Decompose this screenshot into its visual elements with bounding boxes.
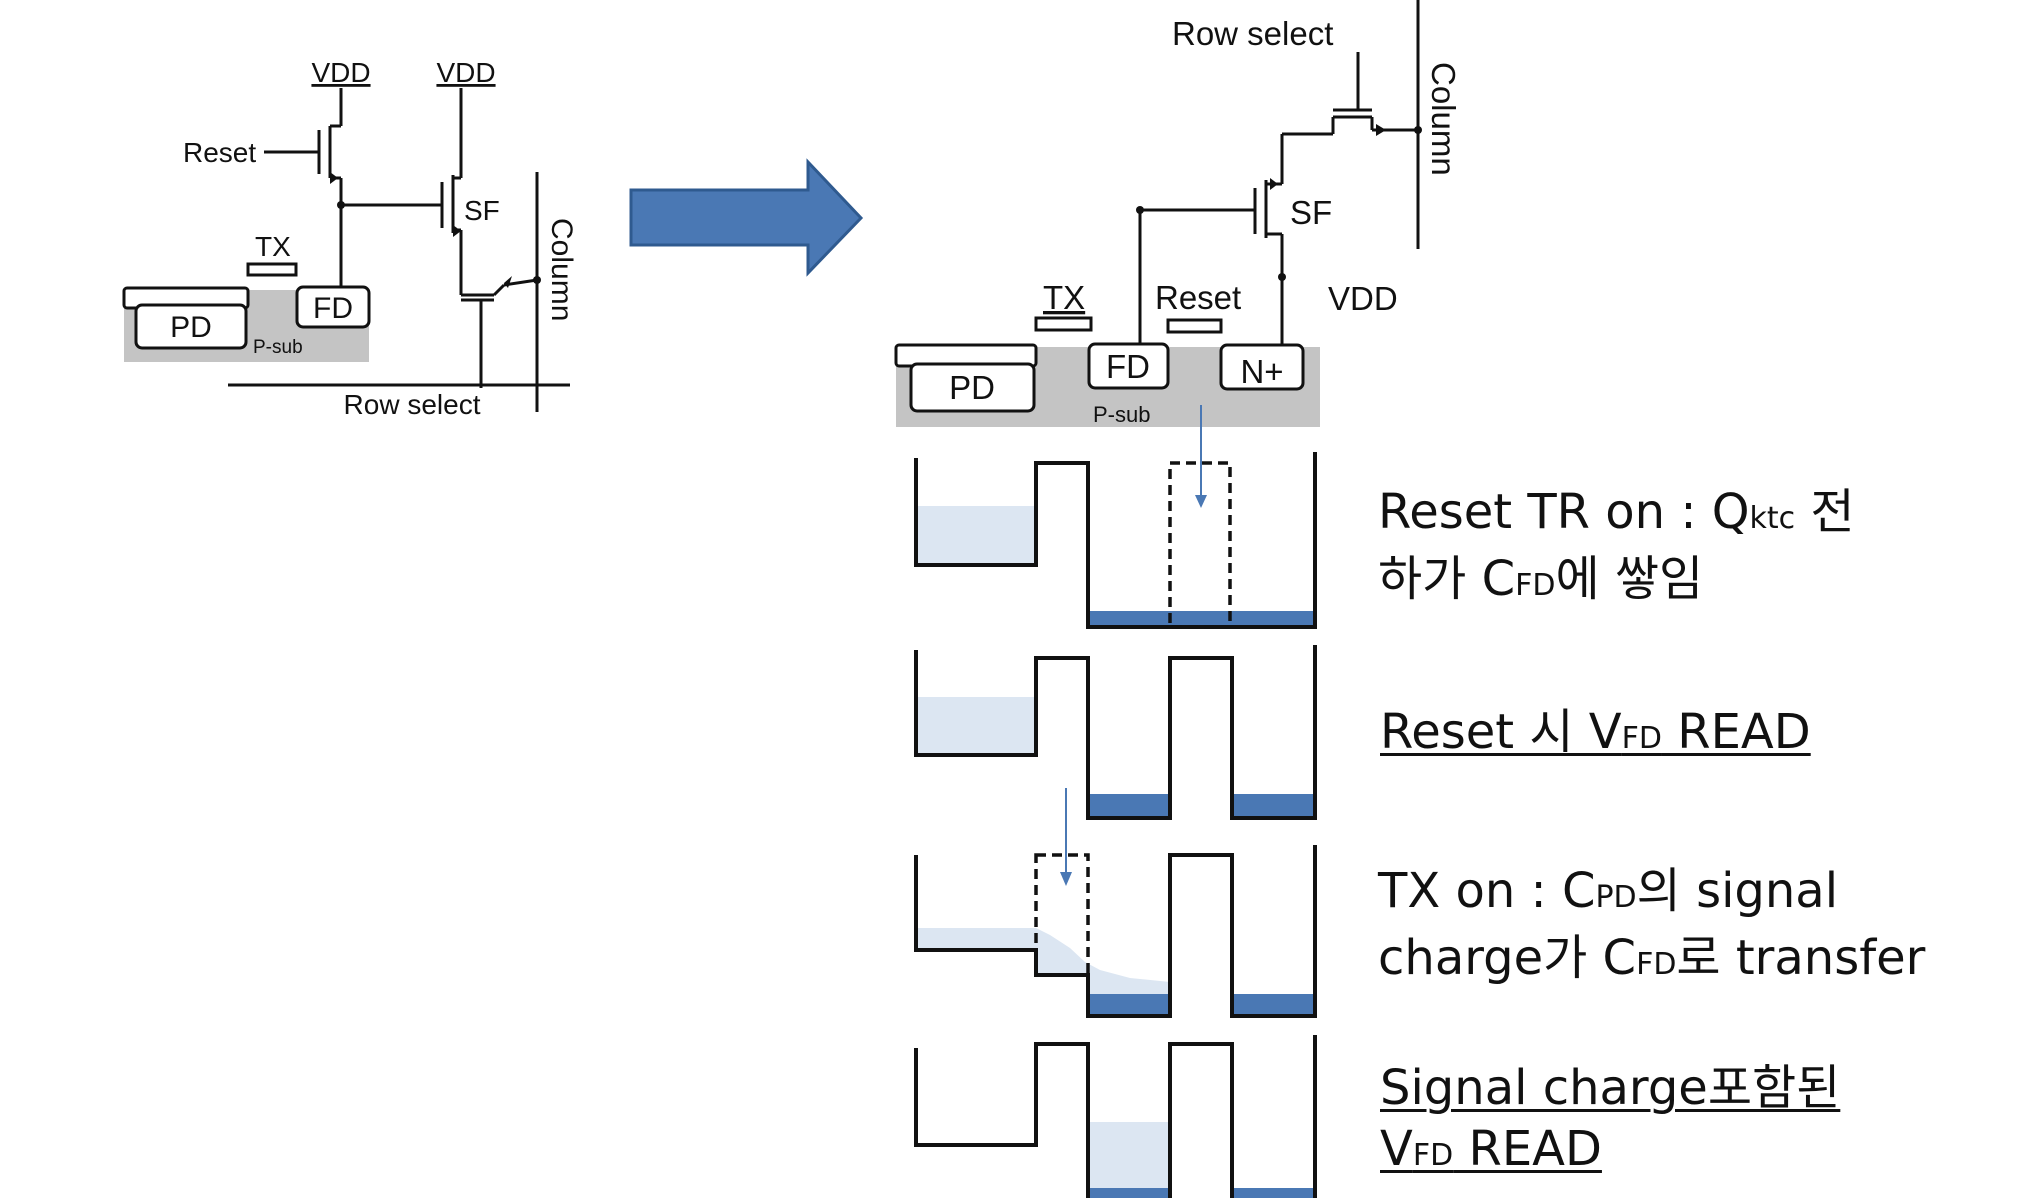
right-fd-box [1087,342,1170,390]
right-circuit [894,0,1422,427]
step-3-text: TX on : CPD의 signal charge가 CFD로 transfe… [1378,861,1925,995]
step-4-line-2: VFD READ [1380,1121,1602,1177]
step-4-line-1: Signal charge포함된 [1380,1060,1841,1116]
left-circuit [122,88,570,412]
left-pd-box [134,303,248,350]
transform-arrow-icon [629,158,864,277]
right-pd-box [909,362,1036,413]
left-vdd-sf-label: VDD [436,57,495,88]
left-tx-label: TX [255,231,291,262]
down-arrow-icon [1060,872,1072,886]
right-reset-gate [1166,318,1223,334]
pd-charge [916,506,1036,563]
left-vdd-reset-label: VDD [311,57,370,88]
step-4-text: Signal charge포함된 VFD READ [1380,1058,1840,1186]
left-row-select-label: Row select [344,389,481,420]
right-nplus-label: N+ [1240,353,1283,390]
left-fd-label: FD [313,292,353,325]
right-vdd-label: VDD [1328,280,1398,317]
left-sf-label: SF [464,195,500,226]
right-labels: Row select Column SF TX Reset VDD PD FD … [949,15,1462,427]
right-pd-label: PD [949,369,995,406]
left-pd-label: PD [170,311,212,344]
step-3-line-1: TX on : CPD의 signal [1378,863,1839,919]
left-column-label: Column [545,218,578,321]
left-tx-gate [246,262,298,277]
right-nplus-box [1219,343,1305,391]
right-column-label: Column [1425,62,1462,176]
step-1-line-2: 하가 CFD에 쌓임 [1378,551,1704,607]
potential-well-step-2 [914,645,1317,820]
tx-gate-barrier-dashed [1034,853,1090,977]
potential-well-step-3 [914,788,1317,1018]
left-labels: VDD VDD Reset TX SF PD FD P-sub Row sele… [170,57,578,420]
right-row-select-label: Row select [1172,15,1333,52]
potential-well-step-4 [914,1035,1317,1198]
fd-charge [1090,611,1315,627]
right-tx-label: TX [1043,279,1085,316]
potential-well-step-1 [914,405,1317,629]
step-2-text: Reset 시 VFD READ [1380,702,1811,769]
left-psub-label: P-sub [253,337,303,358]
step-1-text: Reset TR on : Qktc 전 하가 CFD에 쌓임 [1378,482,1855,616]
right-sf-label: SF [1290,194,1332,231]
right-psub-label: P-sub [1093,402,1150,427]
step-2-line-1: Reset 시 VFD READ [1380,704,1811,760]
step-3-line-2: charge가 CFD로 transfer [1378,930,1926,986]
step-1-line-1: Reset TR on : Qktc 전 [1378,484,1855,540]
right-tx-gate [1034,316,1093,332]
left-fd-box [295,285,371,329]
down-arrow-icon [1195,495,1207,508]
right-fd-label: FD [1106,348,1150,385]
left-reset-label: Reset [183,137,256,168]
right-reset-label: Reset [1155,279,1241,316]
